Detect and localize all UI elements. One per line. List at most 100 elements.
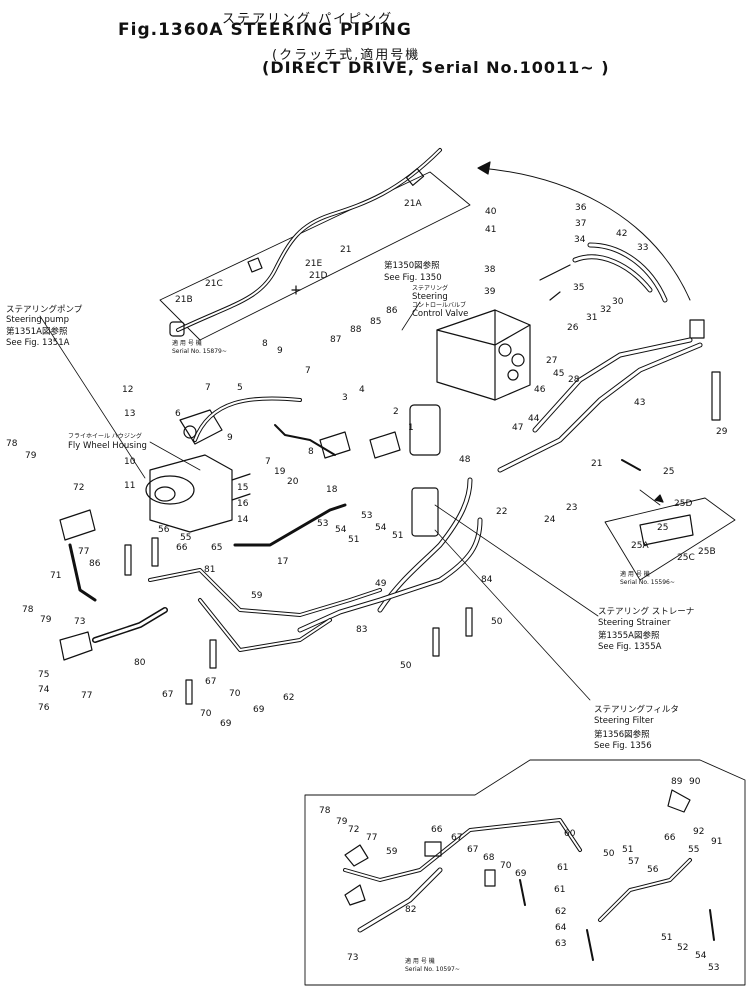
strainer-ref-en: See Fig. 1355A [598, 642, 662, 652]
part-number-label: 72 [348, 825, 359, 835]
part-number-label: 68 [483, 853, 495, 863]
part-number-label: 54 [335, 525, 347, 535]
part-number-label: 69 [253, 705, 265, 715]
pump-label-ja: ステアリングポンプ [6, 304, 83, 315]
part-number-label: 64 [555, 923, 567, 933]
callout-flywheel: フライホイール ハウジング Fly Wheel Housing [68, 432, 147, 451]
part-number-label: 41 [485, 225, 496, 235]
part-number-label: 76 [38, 703, 50, 713]
part-number-label: 1 [408, 423, 414, 433]
callout-steering-strainer: ステアリング ストレーナ Steering Strainer 第1355A図参照… [598, 606, 694, 652]
part-number-label: 44 [528, 414, 540, 424]
flywheel-label-en: Fly Wheel Housing [68, 441, 147, 451]
filter-label-en: Steering Filter [594, 716, 654, 726]
pump-ref-ja: 第1351A図参照 [6, 326, 68, 337]
control-valve-block [436, 309, 531, 401]
part-number-label: 32 [600, 305, 611, 315]
part-number-label: 67 [451, 833, 462, 843]
part-number-label: 71 [50, 571, 61, 581]
part-number-label: 78 [22, 605, 34, 615]
part-number-label: 50 [603, 849, 615, 859]
part-number-label: 43 [634, 398, 645, 408]
part-number-label: 63 [555, 939, 566, 949]
part-number-label: 27 [546, 356, 557, 366]
part-number-label: 25B [698, 547, 716, 557]
part-number-label: 55 [688, 845, 699, 855]
part-number-label: 66 [431, 825, 443, 835]
part-number-label: 13 [124, 409, 135, 419]
pump-label-en: Steering pump [6, 315, 69, 325]
part-number-label: 73 [74, 617, 85, 627]
part-number-label: 79 [40, 615, 52, 625]
part-number-label: 92 [693, 827, 704, 837]
part-number-label: 6 [175, 409, 181, 419]
part-number-label: 9 [277, 346, 283, 356]
part-number-label: 59 [386, 847, 398, 857]
part-number-label: 81 [204, 565, 215, 575]
part-number-label: 86 [386, 306, 398, 316]
inset-lower-right [304, 759, 746, 986]
part-number-label: 25 [663, 467, 674, 477]
part-number-label: 79 [25, 451, 37, 461]
part-number-label: 78 [6, 439, 18, 449]
subtitle-serial: (DIRECT DRIVE, Serial No.10011~ ) [262, 58, 610, 77]
part-number-label: 49 [375, 579, 387, 589]
part-number-label: 7 [205, 383, 211, 393]
part-number-label: 17 [277, 557, 288, 567]
inset-upper-left [159, 148, 471, 341]
title-japanese: ステアリング パイピング [222, 12, 394, 27]
part-number-label: 77 [78, 547, 89, 557]
part-number-label: 25 [657, 523, 668, 533]
part-number-label: 7 [305, 366, 311, 376]
strainer-label-en: Steering Strainer [598, 618, 671, 628]
part-number-label: 16 [237, 499, 249, 509]
serial-notes: 適 用 号 機 Serial No. 15879~ 適 用 号 機 Serial… [172, 339, 675, 973]
part-number-label: 11 [124, 481, 135, 491]
part-number-label: 42 [616, 229, 627, 239]
filter-body [319, 404, 441, 537]
filter-ref-ja: 第1356図参照 [594, 729, 650, 740]
callout-steering-filter: ステアリングフィルタ Steering Filter 第1356図参照 See … [594, 704, 679, 751]
steering-pump [145, 409, 251, 533]
valve-label-en1: Steering [412, 292, 448, 302]
part-number-label: 21C [205, 279, 223, 289]
part-number-label: 51 [348, 535, 359, 545]
part-number-label: 48 [459, 455, 471, 465]
part-number-label: 70 [500, 861, 512, 871]
part-number-label: 7 [265, 457, 271, 467]
part-number-label: 85 [370, 317, 381, 327]
part-number-label: 84 [481, 575, 493, 585]
part-number-label: 77 [366, 833, 377, 843]
part-number-label: 26 [567, 323, 579, 333]
part-number-label: 61 [557, 863, 568, 873]
part-number-label: 82 [405, 905, 416, 915]
filter-label-ja: ステアリングフィルタ [594, 704, 679, 715]
part-number-label: 33 [637, 243, 648, 253]
part-number-label: 80 [134, 658, 146, 668]
serial-c-ja: 適 用 号 機 [405, 957, 435, 965]
part-number-label: 22 [496, 507, 507, 517]
part-number-label: 52 [677, 943, 688, 953]
inset-part-25 [604, 459, 736, 581]
flywheel-label-ja: フライホイール ハウジング [68, 432, 142, 440]
part-number-label: 90 [689, 777, 701, 787]
part-number-label: 74 [38, 685, 50, 695]
part-number-label: 77 [81, 691, 92, 701]
valve-ref-ja: 第1350図参照 [384, 260, 440, 271]
serial-a-ja: 適 用 号 機 [172, 339, 202, 347]
callout-control-valve: 第1350図参照 See Fig. 1350 ステアリング Steering コ… [384, 260, 468, 319]
part-number-label: 37 [575, 219, 586, 229]
serial-a: Serial No. 15879~ [172, 348, 227, 355]
part-number-label: 39 [484, 287, 496, 297]
part-number-label: 53 [361, 511, 372, 521]
part-number-label: 19 [274, 467, 286, 477]
part-number-label: 47 [512, 423, 523, 433]
part-number-label: 46 [534, 385, 546, 395]
part-number-label: 51 [661, 933, 672, 943]
part-number-label: 70 [229, 689, 241, 699]
part-number-label: 70 [200, 709, 212, 719]
figure-title: Fig.1360A STEERING PIPING [118, 20, 412, 40]
part-number-label: 67 [467, 845, 478, 855]
part-number-label: 55 [180, 533, 191, 543]
